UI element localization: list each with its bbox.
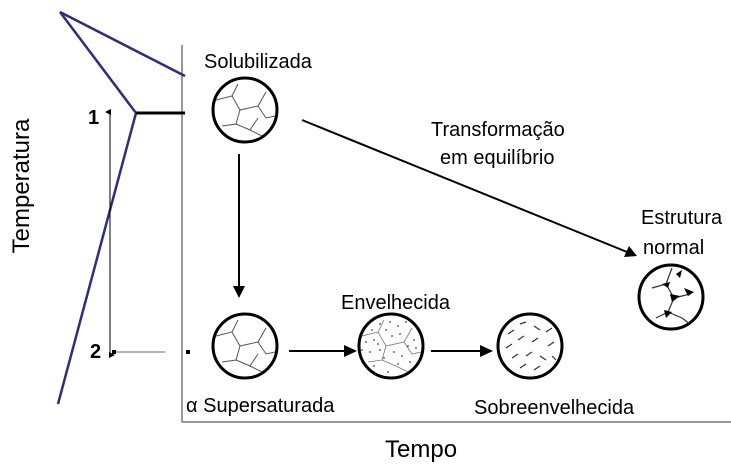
equilibrium-structure bbox=[637, 263, 705, 331]
y-axis-label: Temperatura bbox=[8, 118, 35, 254]
label-normal: normal bbox=[643, 237, 705, 259]
label-transformacao: Transformação bbox=[431, 119, 565, 141]
label-estrutura: Estrutura bbox=[641, 207, 723, 229]
x-axis-label: Tempo bbox=[385, 436, 458, 463]
arrow-equilibrium bbox=[301, 119, 633, 255]
label-solubilizada: Solubilizada bbox=[204, 51, 312, 73]
label-envelhecida: Envelhecida bbox=[341, 292, 450, 314]
point-2-label: 2 bbox=[90, 341, 102, 363]
solubilized-structure bbox=[211, 76, 279, 144]
aged-structure bbox=[357, 312, 425, 380]
label-sobreenvelhecida: Sobreenvelhecida bbox=[474, 397, 635, 419]
quench-point-marker bbox=[186, 350, 190, 354]
label-supersaturada: α Supersaturada bbox=[186, 395, 335, 417]
label-em-equilibrio: em equilíbrio bbox=[440, 147, 555, 169]
temperature-profile bbox=[56, 10, 186, 405]
range-point-marker bbox=[112, 350, 116, 354]
point-1-label: 1 bbox=[88, 107, 100, 129]
supersaturated-structure bbox=[211, 312, 279, 380]
overaged-structure bbox=[496, 312, 564, 380]
